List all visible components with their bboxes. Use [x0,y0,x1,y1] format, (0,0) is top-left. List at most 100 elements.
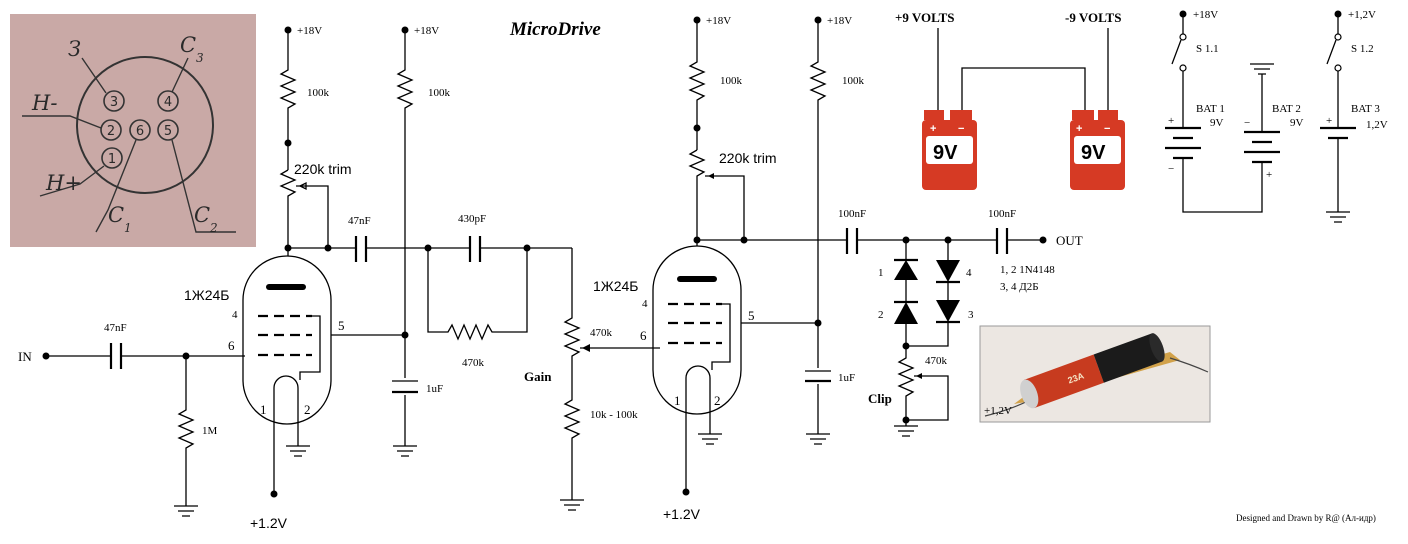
gain-control: 470k Gain 10k - 100k [524,248,660,511]
diode-types-line1: 1, 2 1N4148 [1000,264,1055,276]
socket-label-c2-sub: 2 [209,221,218,235]
output-section: 100nF 100nF OUT 1 2 3 4 1, 2 1N4148 3, 4… [838,208,1083,437]
tube-socket-diagram: 3 4 2 6 5 1 З C 3 H- H+ C 1 C 2 [10,14,256,247]
stage1-trim-value: 220k trim [294,161,352,177]
bat1-label: BAT 1 [1196,103,1225,115]
diode-number-1: 1 [878,267,884,279]
socket-label-z: З [68,37,81,61]
socket-label-c3-sub: 3 [196,51,204,65]
stage1-screen-resistor-value: 100k [428,87,451,99]
battery-9v-left: + − 9V [922,110,977,190]
battery-pair-diagram: +9 VOLTS -9 VOLTS + − 9V + − 9V [895,10,1125,190]
gain-pot-value: 470k [590,327,613,339]
socket-label-c1: C [108,203,124,227]
output-cap1-value: 100nF [838,208,866,220]
battery-right-minus: − [1104,123,1110,135]
stage2: +18V 100k 220k trim +18V 100k 1uF [593,15,865,522]
bat2-voltage: 9V [1290,117,1304,129]
bat2-minus: − [1244,117,1250,129]
tube1-pin5: 5 [338,318,345,333]
input-cap-value: 47nF [104,322,127,334]
stage2-plate-resistor-value: 100k [720,75,743,87]
socket-pin-1: 1 [108,152,116,167]
stage1-plate-resistor-value: 100k [307,87,330,99]
supply-18v-label-4: +18V [827,15,852,27]
supply-18v-label: +18V [297,25,322,37]
tube1-pin4: 4 [232,309,238,321]
stage2-trim-value: 220k trim [719,150,777,166]
socket-pin-3: 3 [110,95,118,110]
socket-pin-6: 6 [136,124,144,139]
bat3-label: BAT 3 [1351,103,1380,115]
bat1-plus: + [1168,115,1174,127]
socket-pin-4: 4 [164,95,172,110]
diode-number-4: 4 [966,267,972,279]
battery-left-plus: + [930,123,936,135]
bat1-minus: − [1168,163,1174,175]
bat2-plus: + [1266,169,1272,181]
socket-pin-5: 5 [164,124,172,139]
plus-9-volts-label: +9 VOLTS [895,10,955,25]
battery-left-label: 9V [933,142,958,164]
stage1: +18V 100k 220k trim 47nF +18V 100k 1uF [18,25,470,531]
socket-label-h-minus: H- [31,91,57,115]
socket-diagram-background [10,14,256,247]
diode-number-3: 3 [968,309,974,321]
battery-9v-right: + − 9V [1070,110,1125,190]
tube2-pin2: 2 [714,393,721,408]
photo-caption: +1,2V [984,405,1012,417]
battery-left-minus: − [958,123,964,135]
socket-label-h-plus: H+ [45,171,82,195]
stage2-bypass-cap-value: 1uF [838,372,855,384]
clip-pot-value: 470k [925,355,948,367]
supply-18v-label-2: +18V [414,25,439,37]
socket-pin-2: 2 [107,124,115,139]
tube2-pin4: 4 [642,298,648,310]
tube2-filament-supply: +1.2V [663,506,701,522]
stage1-coupling-cap-value: 47nF [348,215,371,227]
tone-cap-value: 430pF [458,213,486,225]
diode-number-2: 2 [878,309,884,321]
switch-battery-section: +18V S 1.1 + − BAT 1 9V − + BAT 2 9V +1,… [1165,9,1388,223]
diode-types-line2: 3, 4 Д2Б [1000,281,1039,293]
battery-photo: 23A +1,2V [979,325,1211,423]
tube2-pin5: 5 [748,308,755,323]
switch-s11-label: S 1.1 [1196,43,1219,55]
output-cap2-value: 100nF [988,208,1016,220]
tube1-pin6: 6 [228,338,235,353]
minus-9-volts-label: -9 VOLTS [1065,10,1121,25]
supply-18v-label-3: +18V [706,15,731,27]
socket-label-c1-sub: 1 [124,221,132,235]
tube1-type: 1Ж24Б [184,287,229,303]
tube1-pin2: 2 [304,402,311,417]
bat3-voltage: 1,2V [1366,119,1388,131]
battery-right-plus: + [1076,123,1082,135]
tube2-type: 1Ж24Б [593,278,638,294]
tone-resistor-value: 470k [462,357,485,369]
switch-s12-label: S 1.2 [1351,43,1374,55]
tube1 [242,255,332,425]
switch1-supply-label: +18V [1193,9,1218,21]
socket-label-c2: C [194,203,210,227]
tone-network: 430pF 470k [427,213,572,369]
tube1-filament-supply: +1.2V [250,515,288,531]
schematic-title: MicroDrive [509,19,601,40]
tube2-pin1: 1 [674,393,681,408]
input-label: IN [18,349,32,364]
gain-label: Gain [524,369,552,384]
clip-label: Clip [868,391,892,406]
tube2-pin6: 6 [640,328,647,343]
tube2 [652,245,742,415]
battery-right-label: 9V [1081,142,1106,164]
stage1-bypass-cap-value: 1uF [426,383,443,395]
switch2-supply-label: +1,2V [1348,9,1376,21]
output-label: OUT [1056,233,1083,248]
bat1-voltage: 9V [1210,117,1224,129]
bat2-label: BAT 2 [1272,103,1301,115]
designer-credit: Designed and Drawn by R@ (Ал-идр) [1236,513,1376,523]
tube1-pin1: 1 [260,402,267,417]
grid-resistor-value: 1M [202,425,218,437]
stage2-screen-resistor-value: 100k [842,75,865,87]
gain-resistor-value: 10k - 100k [590,409,638,421]
